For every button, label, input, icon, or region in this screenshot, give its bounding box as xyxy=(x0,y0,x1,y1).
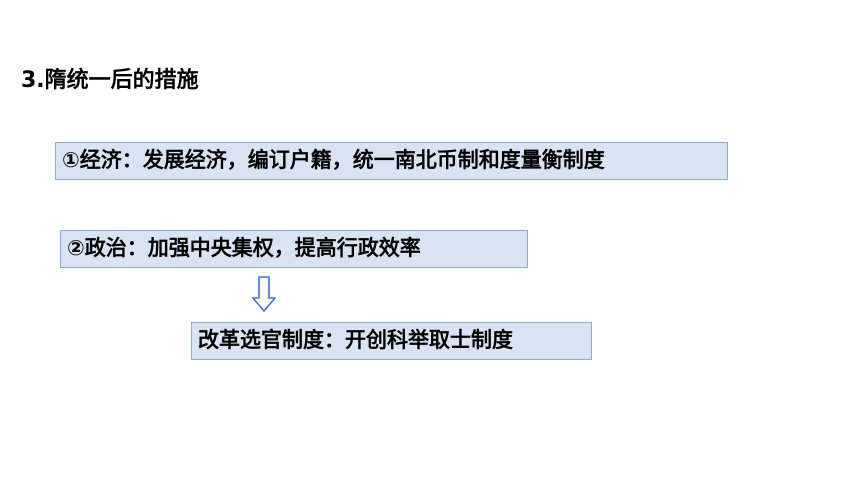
economy-measure-box: ①经济：发展经济，编订户籍，统一南北币制和度量衡制度 xyxy=(55,142,728,180)
economy-measure-text: ①经济：发展经济，编订户籍，统一南北币制和度量衡制度 xyxy=(62,148,605,172)
reform-measure-text: 改革选官制度：开创科举取士制度 xyxy=(198,328,513,352)
reform-measure-box: 改革选官制度：开创科举取士制度 xyxy=(191,322,592,360)
politics-measure-box: ②政治：加强中央集权，提高行政效率 xyxy=(60,230,528,268)
politics-measure-text: ②政治：加强中央集权，提高行政效率 xyxy=(67,236,421,260)
section-heading: 3.隋统一后的措施 xyxy=(21,68,199,93)
arrow-down-icon xyxy=(252,276,276,312)
